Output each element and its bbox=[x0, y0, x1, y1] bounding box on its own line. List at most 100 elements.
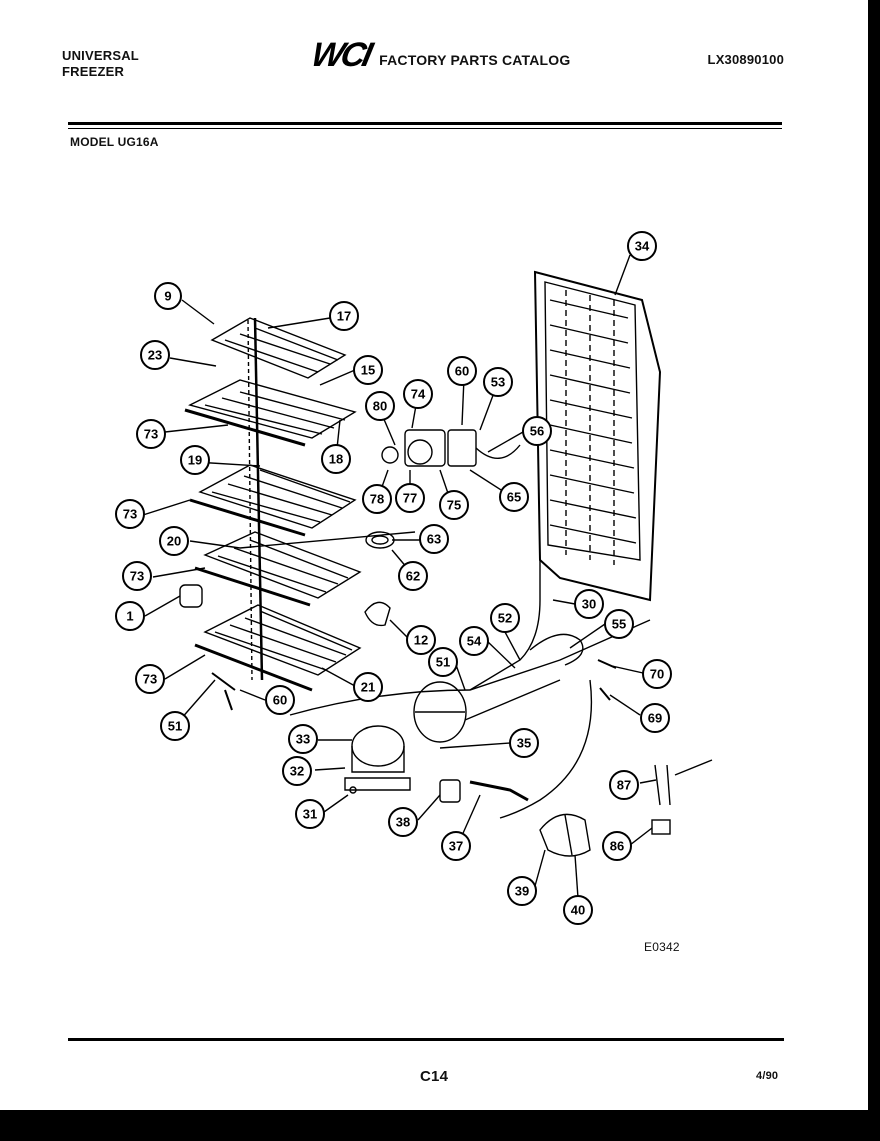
callout-56: 56 bbox=[522, 416, 552, 446]
callout-70: 70 bbox=[642, 659, 672, 689]
brand-line-1: UNIVERSAL bbox=[62, 48, 139, 63]
callout-32: 32 bbox=[282, 756, 312, 786]
shelf-3 bbox=[189, 464, 357, 537]
svg-text:33: 33 bbox=[296, 732, 310, 747]
callout-73-b: 73 bbox=[115, 499, 145, 529]
svg-text:32: 32 bbox=[290, 764, 304, 779]
callout-78: 78 bbox=[362, 484, 392, 514]
scan-edge-bottom bbox=[0, 1110, 880, 1141]
svg-text:73: 73 bbox=[144, 427, 158, 442]
callout-31: 31 bbox=[295, 799, 325, 829]
brand-line-2: FREEZER bbox=[62, 64, 125, 79]
svg-text:21: 21 bbox=[361, 680, 375, 695]
svg-text:15: 15 bbox=[361, 363, 375, 378]
temperature-control bbox=[539, 813, 591, 857]
svg-text:75: 75 bbox=[447, 498, 461, 513]
callout-15: 15 bbox=[353, 355, 383, 385]
scan-edge-right bbox=[868, 0, 880, 1141]
svg-text:12: 12 bbox=[414, 633, 428, 648]
callout-80: 80 bbox=[365, 391, 395, 421]
callout-33: 33 bbox=[288, 724, 318, 754]
svg-text:56: 56 bbox=[530, 424, 544, 439]
callout-51-b: 51 bbox=[160, 711, 190, 741]
callout-38: 38 bbox=[388, 807, 418, 837]
svg-text:20: 20 bbox=[167, 534, 181, 549]
page-date: 4/90 bbox=[756, 1070, 779, 1082]
model-label: MODEL UG16A bbox=[70, 135, 159, 149]
callout-63: 63 bbox=[419, 524, 449, 554]
svg-text:38: 38 bbox=[396, 815, 410, 830]
callout-23: 23 bbox=[140, 340, 170, 370]
svg-text:63: 63 bbox=[427, 532, 441, 547]
svg-text:73: 73 bbox=[143, 672, 157, 687]
shelf-4 bbox=[194, 531, 362, 607]
callout-54: 54 bbox=[459, 626, 489, 656]
overload-cable bbox=[469, 780, 529, 802]
callout-55: 55 bbox=[604, 609, 634, 639]
svg-text:55: 55 bbox=[612, 617, 626, 632]
svg-text:1: 1 bbox=[126, 609, 133, 624]
svg-text:40: 40 bbox=[571, 903, 585, 918]
svg-text:53: 53 bbox=[491, 375, 505, 390]
compressor bbox=[344, 725, 411, 791]
filter-drier bbox=[413, 681, 467, 743]
callout-73: 73 bbox=[136, 419, 166, 449]
shelf-2 bbox=[184, 379, 357, 447]
callout-12: 12 bbox=[406, 625, 436, 655]
figure-code: E0342 bbox=[644, 940, 680, 954]
callout-77: 77 bbox=[395, 483, 425, 513]
svg-text:77: 77 bbox=[403, 491, 417, 506]
callout-74: 74 bbox=[403, 379, 433, 409]
catalog-code: LX30890100 bbox=[707, 52, 784, 67]
callout-9: 9 bbox=[154, 282, 182, 310]
catalog-title: FACTORY PARTS CATALOG bbox=[379, 51, 571, 68]
callout-39: 39 bbox=[507, 876, 537, 906]
evaporator-coil bbox=[469, 270, 662, 691]
svg-text:73: 73 bbox=[123, 507, 137, 522]
svg-text:60: 60 bbox=[455, 364, 469, 379]
footer-rule bbox=[68, 1038, 784, 1041]
callout-1: 1 bbox=[115, 601, 145, 631]
callout-65: 65 bbox=[499, 482, 529, 512]
callout-35: 35 bbox=[509, 728, 539, 758]
svg-text:34: 34 bbox=[635, 239, 650, 254]
callout-62: 62 bbox=[398, 561, 428, 591]
relay bbox=[439, 779, 461, 803]
svg-text:19: 19 bbox=[188, 453, 202, 468]
brand-block: UNIVERSAL FREEZER bbox=[62, 48, 139, 80]
svg-text:37: 37 bbox=[449, 839, 463, 854]
svg-text:80: 80 bbox=[373, 399, 387, 414]
svg-text:54: 54 bbox=[467, 634, 482, 649]
svg-text:51: 51 bbox=[436, 655, 450, 670]
svg-text:73: 73 bbox=[130, 569, 144, 584]
svg-text:69: 69 bbox=[648, 711, 662, 726]
light-socket bbox=[364, 601, 391, 627]
svg-text:17: 17 bbox=[337, 309, 351, 324]
svg-text:18: 18 bbox=[329, 452, 343, 467]
svg-text:52: 52 bbox=[498, 611, 512, 626]
svg-text:31: 31 bbox=[303, 807, 317, 822]
svg-text:70: 70 bbox=[650, 667, 664, 682]
header-rule bbox=[68, 122, 782, 125]
svg-text:74: 74 bbox=[411, 387, 426, 402]
shelf-wire bbox=[253, 317, 264, 681]
svg-text:39: 39 bbox=[515, 884, 529, 899]
svg-text:78: 78 bbox=[370, 492, 384, 507]
callout-60: 60 bbox=[447, 356, 477, 386]
callout-52: 52 bbox=[490, 603, 520, 633]
svg-text:35: 35 bbox=[517, 736, 531, 751]
catalog-header: WCI FACTORY PARTS CATALOG bbox=[308, 36, 571, 75]
bracket-part bbox=[179, 584, 203, 608]
callout-69: 69 bbox=[640, 703, 670, 733]
callout-18: 18 bbox=[321, 444, 351, 474]
refrigeration-tubing bbox=[289, 619, 651, 819]
svg-text:30: 30 bbox=[582, 597, 596, 612]
callout-21: 21 bbox=[353, 672, 383, 702]
callout-40: 40 bbox=[563, 895, 593, 925]
callout-30: 30 bbox=[574, 589, 604, 619]
shelf-bottom bbox=[194, 604, 362, 692]
page-number: C14 bbox=[420, 1068, 449, 1085]
svg-text:65: 65 bbox=[507, 490, 521, 505]
callout-53: 53 bbox=[483, 367, 513, 397]
